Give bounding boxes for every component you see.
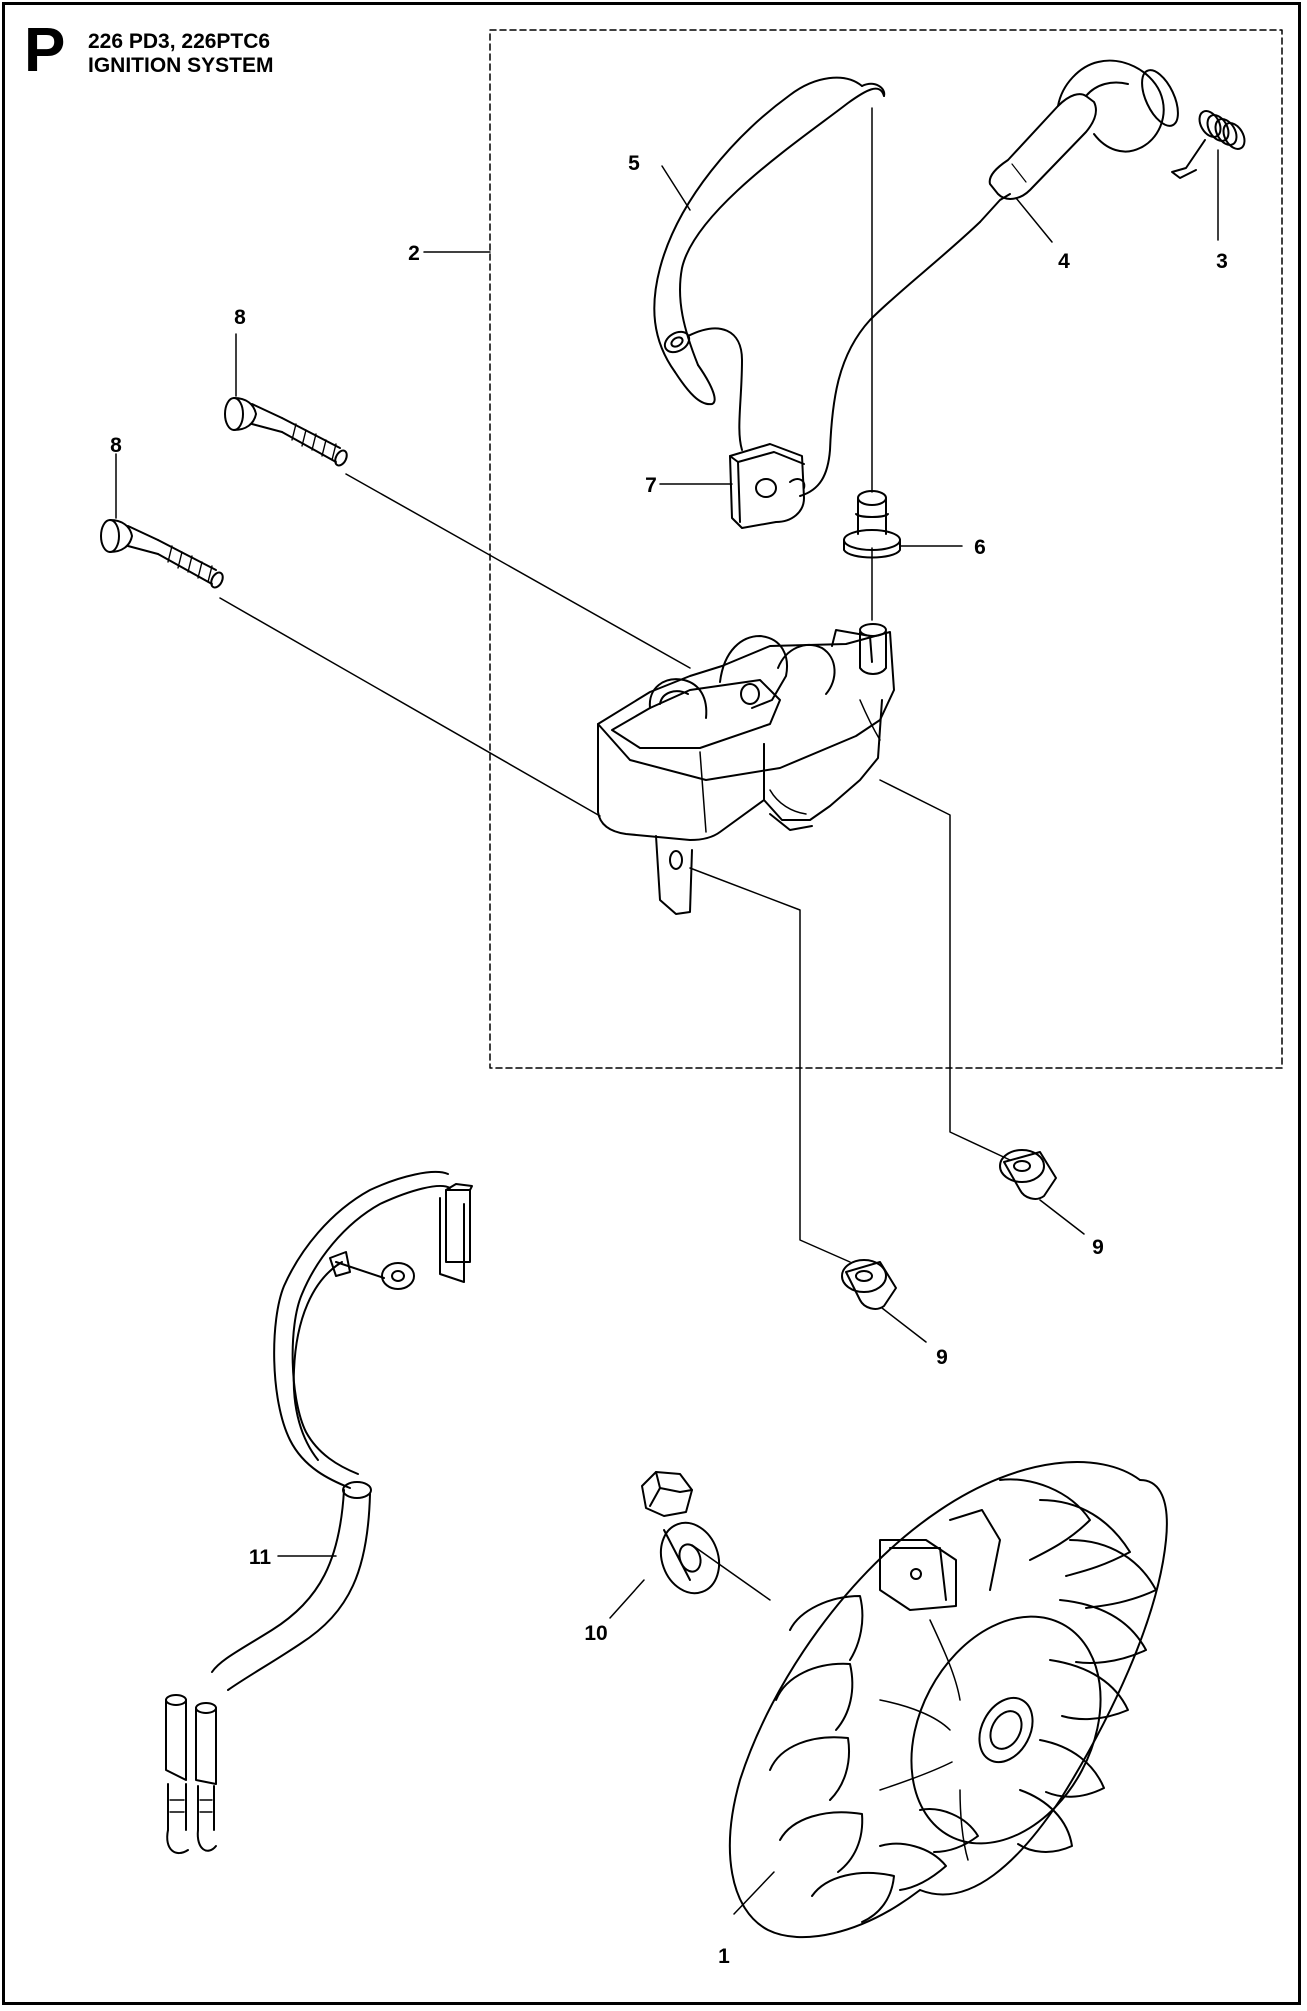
callout-5: 5 bbox=[628, 152, 640, 175]
callout-9-right: 9 bbox=[1092, 1236, 1104, 1259]
flywheel bbox=[728, 1461, 1168, 1939]
screw-lower bbox=[100, 519, 224, 589]
callout-7: 7 bbox=[645, 474, 657, 497]
callout-4: 4 bbox=[1058, 250, 1070, 273]
spacer-right bbox=[999, 1149, 1057, 1200]
callout-3: 3 bbox=[1216, 250, 1228, 273]
callout-10: 10 bbox=[584, 1622, 607, 1645]
spark-plug-boot bbox=[979, 59, 1179, 223]
callout-1: 1 bbox=[718, 1945, 730, 1968]
diagram-title: IGNITION SYSTEM bbox=[88, 54, 274, 77]
exploded-view-guide-lines bbox=[219, 107, 1011, 1601]
model-line: 226 PD3, 226PTC6 bbox=[88, 30, 271, 53]
callout-2: 2 bbox=[408, 242, 420, 265]
callout-11: 11 bbox=[249, 1546, 272, 1569]
screw-upper bbox=[224, 397, 348, 467]
callout-8-upper: 8 bbox=[234, 306, 246, 329]
assembly-dashed-box bbox=[489, 29, 1283, 1069]
callout-numbers: 1 2 3 4 5 6 7 8 8 9 9 10 11 bbox=[110, 152, 1228, 1968]
grommet bbox=[843, 490, 901, 559]
flange-nut bbox=[641, 1471, 721, 1595]
ignition-lead bbox=[653, 76, 981, 497]
spark-plug-spring bbox=[1171, 110, 1246, 179]
cable-clamp bbox=[729, 443, 806, 529]
wire-harness bbox=[165, 1171, 473, 1855]
spacer-left bbox=[841, 1259, 897, 1310]
section-letter: P bbox=[24, 16, 66, 85]
leader-lines bbox=[115, 149, 1219, 1915]
ignition-module bbox=[597, 623, 895, 915]
callout-8-lower: 8 bbox=[110, 434, 122, 457]
callout-6: 6 bbox=[974, 536, 986, 559]
callout-9-left: 9 bbox=[936, 1346, 948, 1369]
